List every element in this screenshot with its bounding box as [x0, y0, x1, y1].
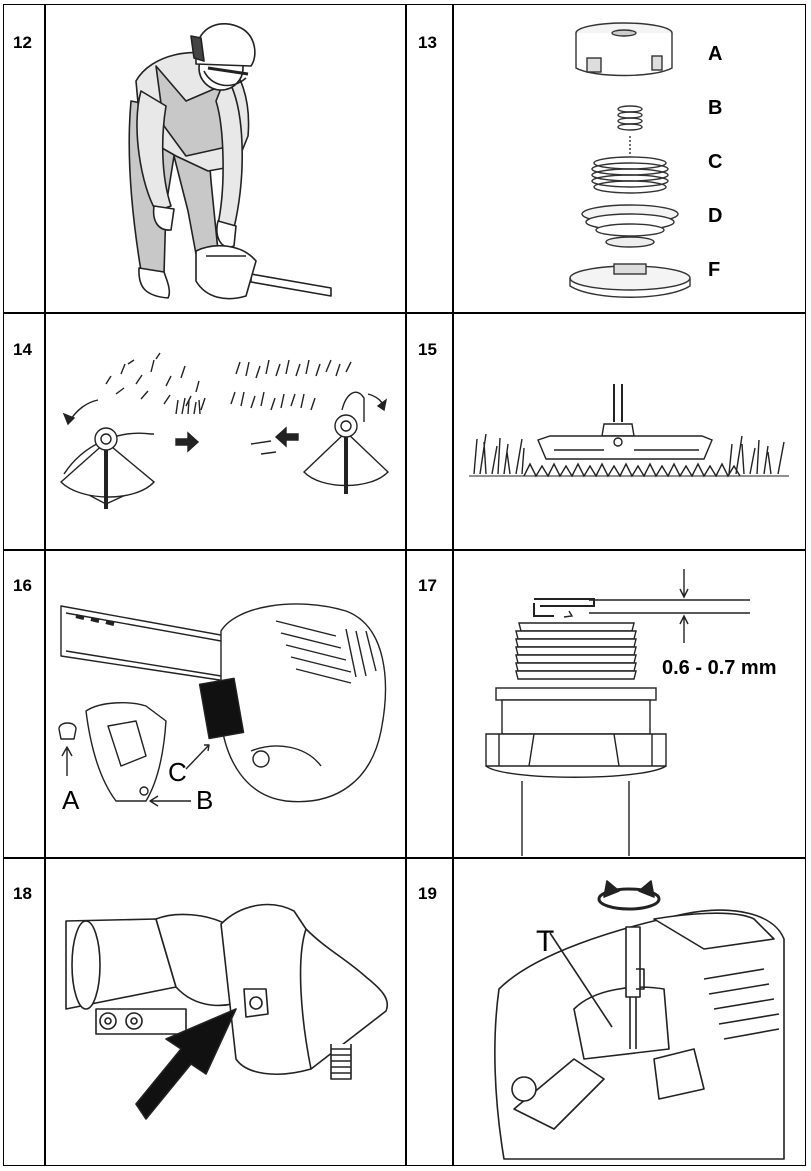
air-filter-cover-removal: A B C [58, 603, 387, 815]
label-b: B [196, 785, 213, 815]
column-divider [44, 4, 46, 1166]
label-c: C [708, 151, 722, 173]
label-a: A [62, 785, 80, 815]
label-t: T [536, 925, 554, 958]
column-divider [452, 4, 454, 1166]
label-c: C [168, 757, 187, 787]
label-a: A [708, 43, 722, 65]
panel-number-16: 16 [13, 576, 32, 595]
label-f: F [708, 259, 720, 281]
panel-number-13: 13 [418, 33, 437, 52]
gap-label: 0.6 - 0.7 mm [662, 657, 777, 679]
label-d: D [708, 205, 722, 227]
figure-grid [3, 4, 806, 1166]
operator-with-trimmer-illustration [128, 23, 332, 300]
row-divider [3, 312, 806, 314]
gear-head-grease-arrow [65, 903, 388, 1120]
carburetor-adjustment-screwdriver: T [494, 880, 785, 1160]
panel-number-19: 19 [418, 884, 437, 903]
panel-number-12: 12 [13, 33, 32, 52]
panel-number-17: 17 [418, 576, 437, 595]
panel-number-15: 15 [418, 340, 437, 359]
trimmer-head-exploded-view: A B C D F [569, 22, 722, 298]
panel-number-18: 18 [13, 884, 32, 903]
row-divider [3, 549, 806, 551]
trimmer-head-over-grass [469, 384, 789, 478]
cutting-direction-diagram [59, 352, 389, 509]
label-b: B [708, 97, 722, 119]
spark-plug-gap: 0.6 - 0.7 mm [485, 569, 777, 856]
row-divider [3, 857, 806, 859]
panel-number-14: 14 [13, 340, 32, 359]
column-divider [405, 4, 407, 1166]
